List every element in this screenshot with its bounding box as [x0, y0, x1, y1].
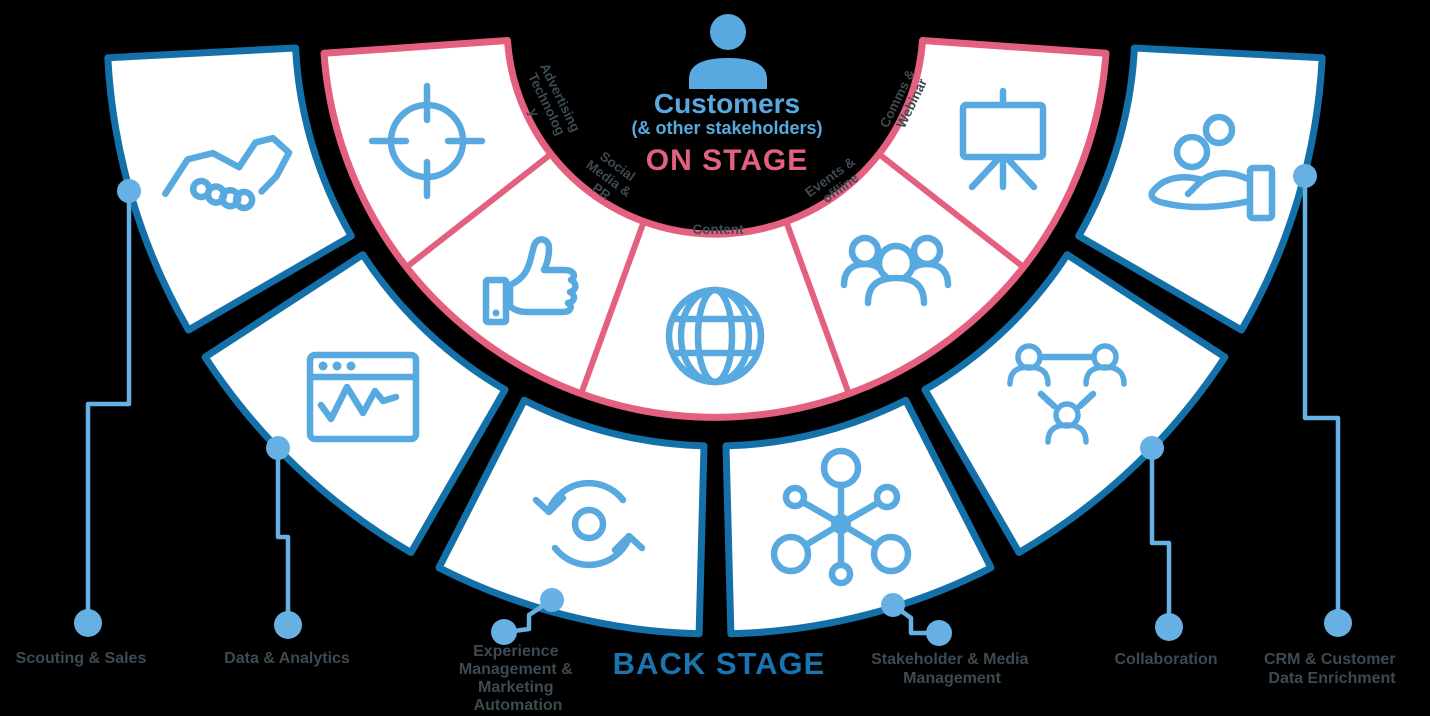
person-icon: [689, 14, 767, 89]
back-stage-segment-label: Collaboration: [1114, 651, 1217, 668]
back-stage-segment-label: Data & Analytics: [224, 650, 350, 667]
people-network-icon: [1007, 343, 1127, 445]
audience-subtitle: (& other stakeholders): [631, 118, 822, 138]
back-stage-segment-label: Stakeholder & Media Management: [871, 651, 1033, 687]
back-stage-segment-label: Scouting & Sales: [16, 650, 147, 667]
analytics-window-icon: [306, 351, 420, 443]
on-stage-label: ON STAGE: [646, 144, 808, 177]
thumbs-up-icon: [482, 236, 579, 326]
sync-arrows-icon: [532, 479, 646, 569]
on-stage-segment-divider: [406, 153, 551, 268]
connector-collaboration: [1140, 436, 1183, 641]
back-stage-segment-label: Experience Management & Marketing Automa…: [459, 643, 577, 714]
on-stage-segment-label: Content: [693, 222, 744, 237]
connector-stakeholder-media: [881, 593, 952, 646]
on-stage-segment-divider: [879, 153, 1024, 268]
back-stage-segment: [1075, 44, 1326, 334]
globe-icon: [665, 286, 765, 386]
on-stage-segment-divider: [784, 222, 851, 394]
connector-experience-management: [491, 588, 564, 645]
people-group-icon: [840, 234, 952, 307]
audience-title: Customers: [654, 88, 800, 119]
on-stage-segment-divider: [579, 222, 646, 394]
back-stage-label: BACK STAGE: [613, 646, 826, 681]
handshake-icon: [162, 134, 293, 212]
back-stage-segment: [435, 396, 708, 638]
hand-offering-icon: [1148, 113, 1276, 222]
back-stage-segment: [921, 251, 1229, 556]
on-stage-ring: [320, 37, 1110, 421]
connector-crm: [1293, 164, 1352, 637]
presentation-board-icon: [959, 87, 1047, 191]
back-stage-segment-label: CRM & Customer Data Enrichment: [1264, 651, 1400, 687]
network-hub-icon: [770, 447, 912, 587]
stage-rings: [104, 37, 1326, 638]
target-icon: [368, 82, 486, 200]
connector-scouting-sales: [74, 179, 141, 637]
connector-data-analytics: [266, 436, 302, 639]
